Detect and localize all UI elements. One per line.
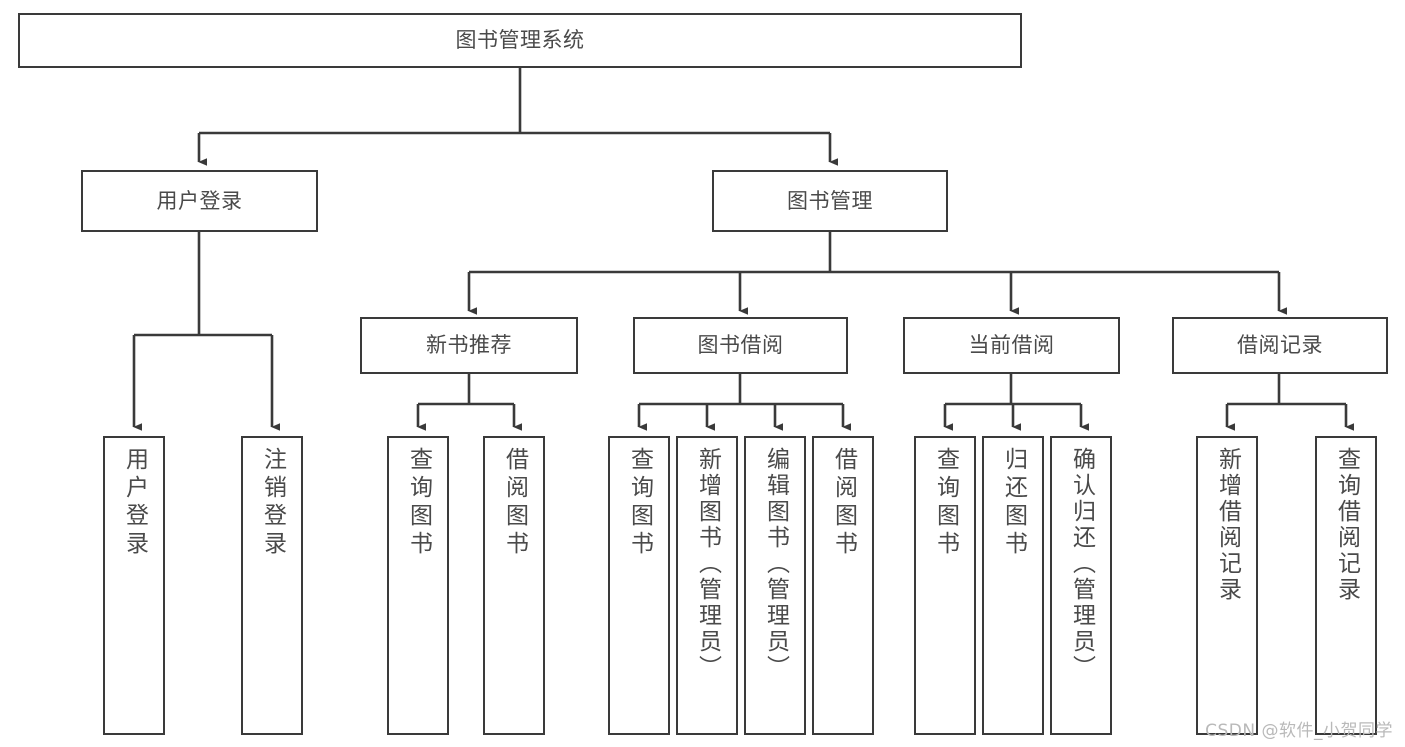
node-leaf-logout[interactable]: 注销登录 <box>241 436 303 735</box>
node-leaf-return-book-label: 归还图书 <box>1000 447 1027 559</box>
node-borrow-record[interactable]: 借阅记录 <box>1172 317 1388 374</box>
node-leaf-user-login-label: 用户登录 <box>121 447 148 559</box>
node-leaf-query-book-3[interactable]: 查询图书 <box>914 436 976 735</box>
node-root[interactable]: 图书管理系统 <box>18 13 1022 68</box>
node-leaf-query-book-1-label: 查询图书 <box>405 447 432 559</box>
node-leaf-edit-book-label: 编辑图书（管理员） <box>762 447 789 681</box>
node-leaf-add-record[interactable]: 新增借阅记录 <box>1196 436 1258 735</box>
node-leaf-borrow-book-1[interactable]: 借阅图书 <box>483 436 545 735</box>
node-leaf-confirm-return-label: 确认归还（管理员） <box>1068 447 1095 681</box>
node-book-manage-label: 图书管理 <box>787 188 873 213</box>
node-book-manage[interactable]: 图书管理 <box>712 170 948 232</box>
node-leaf-add-book[interactable]: 新增图书（管理员） <box>676 436 738 735</box>
node-book-borrow-label: 图书借阅 <box>697 333 784 358</box>
node-leaf-query-record[interactable]: 查询借阅记录 <box>1315 436 1377 735</box>
node-current-borrow-label: 当前借阅 <box>968 333 1055 358</box>
node-leaf-user-login[interactable]: 用户登录 <box>103 436 165 735</box>
node-leaf-borrow-book-2[interactable]: 借阅图书 <box>812 436 874 735</box>
node-user-login[interactable]: 用户登录 <box>81 170 318 232</box>
node-leaf-query-book-2[interactable]: 查询图书 <box>608 436 670 735</box>
node-leaf-edit-book[interactable]: 编辑图书（管理员） <box>744 436 806 735</box>
node-leaf-query-book-1[interactable]: 查询图书 <box>387 436 449 735</box>
node-current-borrow[interactable]: 当前借阅 <box>903 317 1120 374</box>
node-leaf-add-book-label: 新增图书（管理员） <box>694 447 721 681</box>
node-borrow-record-label: 借阅记录 <box>1237 333 1323 358</box>
node-leaf-borrow-book-1-label: 借阅图书 <box>501 447 528 559</box>
node-leaf-return-book[interactable]: 归还图书 <box>982 436 1044 735</box>
node-leaf-query-record-label: 查询借阅记录 <box>1333 447 1360 603</box>
node-leaf-confirm-return[interactable]: 确认归还（管理员） <box>1050 436 1112 735</box>
node-leaf-add-record-label: 新增借阅记录 <box>1214 447 1241 603</box>
node-leaf-query-book-3-label: 查询图书 <box>932 447 959 559</box>
node-leaf-borrow-book-2-label: 借阅图书 <box>830 447 857 559</box>
node-book-borrow[interactable]: 图书借阅 <box>633 317 848 374</box>
node-root-label: 图书管理系统 <box>455 28 585 53</box>
node-user-login-label: 用户登录 <box>156 188 243 213</box>
node-leaf-query-book-2-label: 查询图书 <box>626 447 653 559</box>
node-leaf-logout-label: 注销登录 <box>259 447 286 559</box>
node-new-book-rec-label: 新书推荐 <box>426 333 512 358</box>
watermark-text: CSDN @软件_小贺同学 <box>1205 721 1393 741</box>
node-new-book-rec[interactable]: 新书推荐 <box>360 317 578 374</box>
